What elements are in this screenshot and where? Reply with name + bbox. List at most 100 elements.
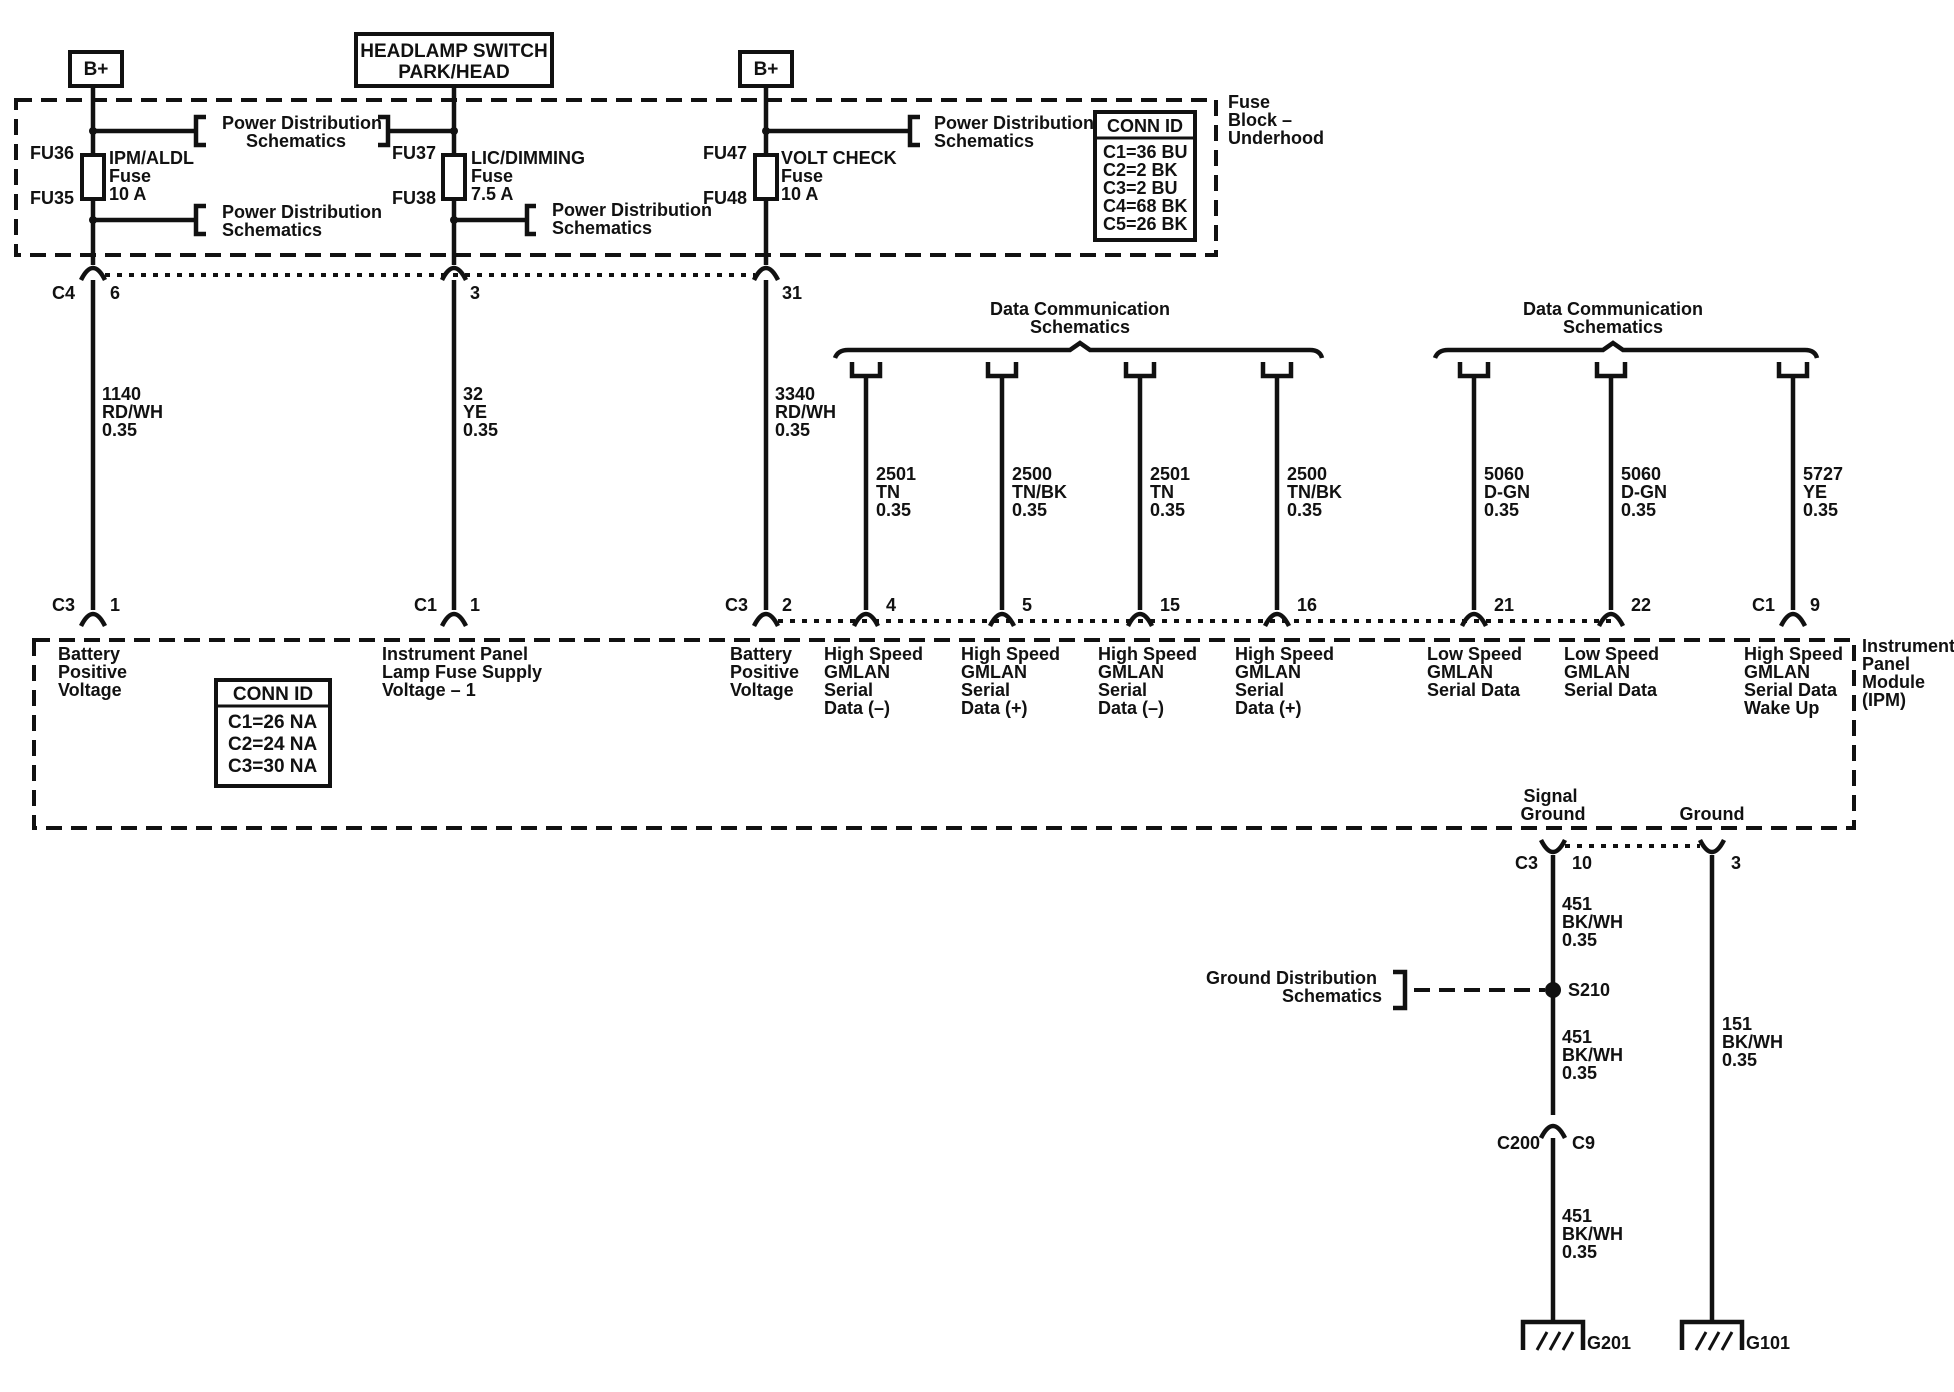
svg-text:Data Communication: Data Communication (1523, 299, 1703, 319)
signal-ground-label: Signal Ground (1521, 786, 1586, 824)
fuse-block-outline (14, 98, 1218, 257)
svg-text:9: 9 (1810, 595, 1820, 615)
wire-label-151: 151 BK/WH 0.35 (1722, 1014, 1788, 1070)
instrument-panel-module: Instrument Panel Module (IPM) C3 1 C1 1 … (32, 595, 1954, 873)
wire-label-451-b: 451 BK/WH 0.35 (1562, 1027, 1628, 1083)
svg-text:C4: C4 (52, 283, 75, 303)
wire-label-451-c: 451 BK/WH 0.35 (1562, 1206, 1628, 1262)
svg-text:C3=2 BU: C3=2 BU (1103, 178, 1178, 198)
ground-g201-icon: G201 (1520, 1319, 1631, 1353)
svg-text:B+: B+ (754, 59, 779, 80)
svg-text:Schematics: Schematics (1030, 317, 1130, 337)
ipm-conn-id: CONN ID C1=26 NA C2=24 NA C3=30 NA (214, 678, 332, 788)
battery-positive-source-1: B+ (68, 50, 124, 88)
power-distribution-ref: Power Distribution Schematics (934, 113, 1099, 151)
svg-text:10: 10 (1572, 853, 1592, 873)
svg-text:C2=24 NA: C2=24 NA (228, 734, 318, 755)
ipm-bottom-connector-row: C3 10 3 (1515, 838, 1741, 873)
ipm-outline (32, 638, 1856, 830)
fuse-ipm-aldl: FU36 FU35 IPM/ALDL Fuse 10 A Power Distr… (30, 86, 387, 265)
svg-text:C1=36 BU: C1=36 BU (1103, 142, 1188, 162)
svg-text:Data Communication: Data Communication (990, 299, 1170, 319)
svg-text:4: 4 (886, 595, 896, 615)
ground-distribution-ref: Ground Distribution Schematics (1206, 968, 1382, 1006)
wire-label-32: 32 YE 0.35 (463, 384, 498, 440)
fuse-ref: FU37 (392, 143, 436, 163)
svg-text:21: 21 (1494, 595, 1514, 615)
svg-text:CONN ID: CONN ID (233, 684, 313, 705)
svg-text:C3: C3 (52, 595, 75, 615)
svg-text:C1=26 NA: C1=26 NA (228, 712, 318, 733)
svg-text:22: 22 (1631, 595, 1651, 615)
svg-text:HEADLAMP SWITCH: HEADLAMP SWITCH (360, 41, 548, 62)
fuse-block: Fuse Block – Underhood B+ B+ HEADLAMP SW… (14, 32, 1324, 303)
ipm-label: Instrument Panel Module (IPM) (1862, 636, 1954, 710)
svg-text:CONN ID: CONN ID (1107, 116, 1183, 136)
svg-text:C1: C1 (1752, 595, 1775, 615)
svg-text:1: 1 (110, 595, 120, 615)
data-communication-group-2: Data Communication Schematics (1432, 299, 1820, 359)
ground-g101-label: G101 (1746, 1333, 1790, 1353)
fuse-block-conn-id: CONN ID C1=36 BU C2=2 BK C3=2 BU C4=68 B… (1093, 110, 1197, 242)
fuse-ref: FU48 (703, 188, 747, 208)
inline-connector-c200: C200 (1497, 1133, 1540, 1153)
fuse-label: VOLT CHECK Fuse 10 A (781, 148, 902, 204)
svg-text:C4=68 BK: C4=68 BK (1103, 196, 1188, 216)
data-communication-group-1: Data Communication Schematics (832, 299, 1325, 359)
svg-text:C3=30 NA: C3=30 NA (228, 756, 318, 777)
svg-text:3: 3 (470, 283, 480, 303)
fuse-label: LIC/DIMMING Fuse 7.5 A (471, 148, 590, 204)
ground-g101-icon: G101 (1679, 1319, 1790, 1353)
svg-text:15: 15 (1160, 595, 1180, 615)
wire-label-1140: 1140 RD/WH 0.35 (102, 384, 168, 440)
svg-text:1: 1 (470, 595, 480, 615)
svg-text:C1: C1 (414, 595, 437, 615)
fuse-ref: FU38 (392, 188, 436, 208)
svg-text:Schematics: Schematics (1563, 317, 1663, 337)
wire-label-3340: 3340 RD/WH 0.35 (775, 384, 841, 440)
headlamp-switch: HEADLAMP SWITCH PARK/HEAD (354, 32, 554, 88)
fuse-label: IPM/ALDL Fuse 10 A (109, 148, 199, 204)
svg-text:3: 3 (1731, 853, 1741, 873)
fuse-block-connector-c4: C4 6 3 31 (52, 265, 802, 303)
fuse-ref: FU35 (30, 188, 74, 208)
fuse-ref: FU36 (30, 143, 74, 163)
svg-text:S210: S210 (1568, 980, 1610, 1000)
fuse-volt-check: FU47 FU48 VOLT CHECK Fuse 10 A Power Dis… (703, 86, 1099, 265)
ground-label: Ground (1680, 804, 1745, 824)
ground-circuit: S210 Ground Distribution Schematics 451 … (1206, 855, 1790, 1353)
inline-connector-c9: C9 (1572, 1133, 1595, 1153)
svg-text:B+: B+ (84, 59, 109, 80)
svg-text:PARK/HEAD: PARK/HEAD (398, 62, 510, 83)
svg-text:C3: C3 (1515, 853, 1538, 873)
svg-text:6: 6 (110, 283, 120, 303)
svg-text:5: 5 (1022, 595, 1032, 615)
svg-text:C5=26 BK: C5=26 BK (1103, 214, 1188, 234)
power-distribution-ref: Power Distribution Schematics (222, 113, 387, 151)
battery-positive-source-2: B+ (738, 50, 794, 88)
ipm-top-connector-row: C3 1 C1 1 C3 2 4 5 15 16 21 22 C1 9 (52, 595, 1820, 628)
svg-text:31: 31 (782, 283, 802, 303)
svg-text:C3: C3 (725, 595, 748, 615)
